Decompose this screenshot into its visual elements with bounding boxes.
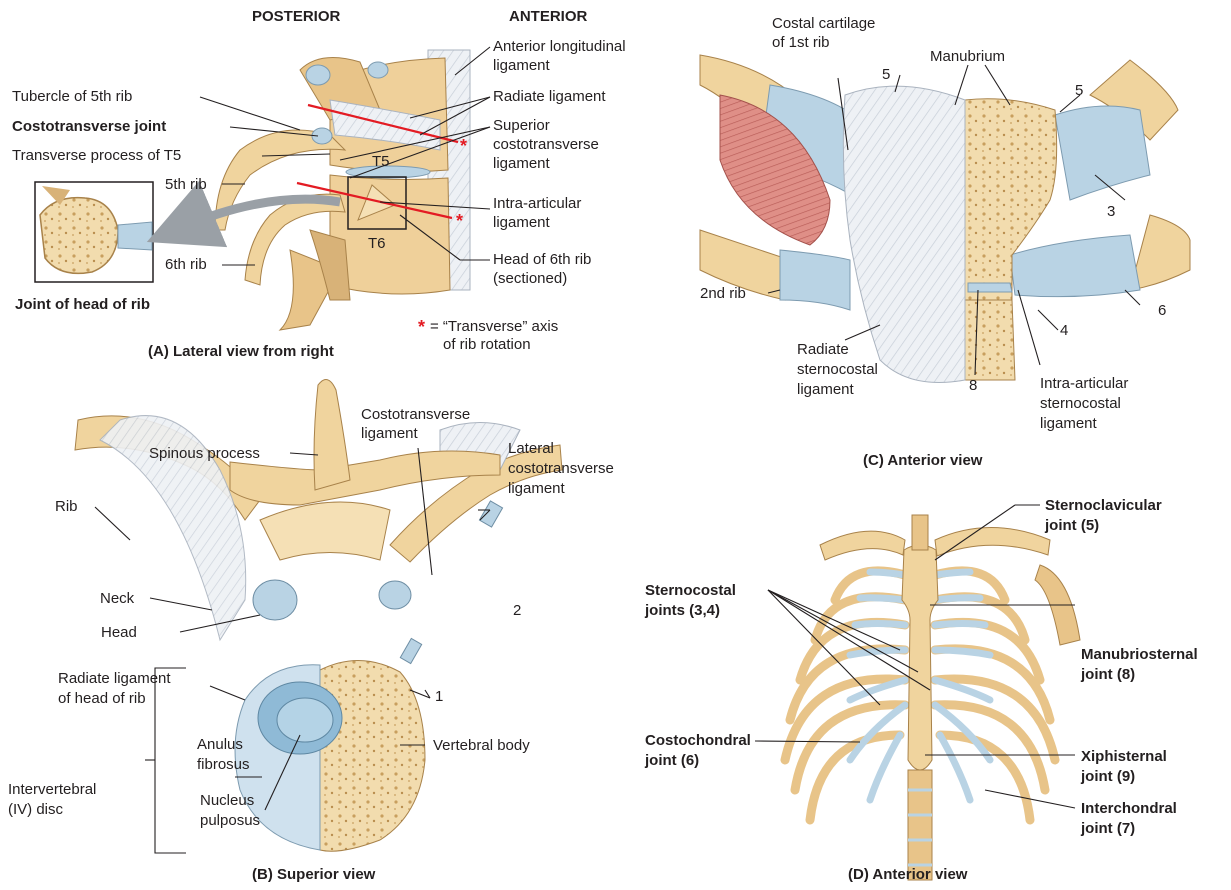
label-number-5-left: 5 xyxy=(882,66,890,84)
label-intra-articular-sternocostal-3: ligament xyxy=(1040,415,1097,433)
caption-panel-a: (A) Lateral view from right xyxy=(148,343,334,361)
panel-c-drawing xyxy=(700,55,1190,383)
label-anterior-longitudinal-ligament-1: Anterior longitudinal xyxy=(493,38,626,56)
caption-panel-c: (C) Anterior view xyxy=(863,452,982,470)
legend-star: * xyxy=(418,318,425,336)
label-number-8: 8 xyxy=(969,377,977,395)
label-number-6: 6 xyxy=(1158,302,1166,320)
label-sternocostal-1: Sternocostal xyxy=(645,582,736,600)
label-number-4: 4 xyxy=(1060,322,1068,340)
label-radiate-sternocostal-2: sternocostal xyxy=(797,361,878,379)
legend-axis-note-1: = “Transverse” axis xyxy=(430,318,558,336)
label-6th-rib: 6th rib xyxy=(165,256,207,274)
panel-d-drawing xyxy=(755,505,1080,880)
label-spinous-process: Spinous process xyxy=(149,445,260,463)
label-radiate-sternocostal-3: ligament xyxy=(797,381,854,399)
label-manubriosternal-2: joint (8) xyxy=(1081,666,1135,684)
label-sternoclavicular-2: joint (5) xyxy=(1045,517,1099,535)
label-costotransverse-ligament-2: ligament xyxy=(361,425,418,443)
label-t6: T6 xyxy=(368,235,386,253)
label-rib: Rib xyxy=(55,498,78,516)
label-radiate-sternocostal-1: Radiate xyxy=(797,341,849,359)
label-joint-head-of-rib: Joint of head of rib xyxy=(15,296,150,314)
label-costotransverse-ligament-1: Costotransverse xyxy=(361,406,470,424)
label-nucleus-pulposus-1: Nucleus xyxy=(200,792,254,810)
label-costotransverse-joint: Costotransverse joint xyxy=(12,118,166,136)
label-xiphisternal-1: Xiphisternal xyxy=(1081,748,1167,766)
label-t5: T5 xyxy=(372,153,390,171)
label-2nd-rib: 2nd rib xyxy=(700,285,746,303)
posterior-heading: POSTERIOR xyxy=(252,8,340,26)
label-iv-disc-2: (IV) disc xyxy=(8,801,63,819)
caption-panel-d: (D) Anterior view xyxy=(848,866,967,884)
label-intra-articular-1: Intra-articular xyxy=(493,195,581,213)
label-anulus-fibrosus-1: Anulus xyxy=(197,736,243,754)
label-nucleus-pulposus-2: pulposus xyxy=(200,812,260,830)
label-intra-articular-sternocostal-1: Intra-articular xyxy=(1040,375,1128,393)
label-sternoclavicular-1: Sternoclavicular xyxy=(1045,497,1162,515)
label-number-2: 2 xyxy=(513,602,521,620)
label-radiate-ligament: Radiate ligament xyxy=(493,88,606,106)
label-lateral-costotransverse-3: ligament xyxy=(508,480,565,498)
label-costochondral-1: Costochondral xyxy=(645,732,751,750)
caption-panel-b: (B) Superior view xyxy=(252,866,375,884)
label-iv-disc-1: Intervertebral xyxy=(8,781,96,799)
label-number-1: 1 xyxy=(435,688,443,706)
label-interchondral-2: joint (7) xyxy=(1081,820,1135,838)
label-tubercle-5th-rib: Tubercle of 5th rib xyxy=(12,88,132,106)
label-manubrium: Manubrium xyxy=(930,48,1005,66)
label-superior-costotransverse-3: ligament xyxy=(493,155,550,173)
label-anulus-fibrosus-2: fibrosus xyxy=(197,756,250,774)
label-radiate-ligament-head-1: Radiate ligament xyxy=(58,670,171,688)
label-lateral-costotransverse-2: costotransverse xyxy=(508,460,614,478)
label-5th-rib: 5th rib xyxy=(165,176,207,194)
label-radiate-ligament-head-2: of head of rib xyxy=(58,690,146,708)
label-head-6th-rib-2: (sectioned) xyxy=(493,270,567,288)
label-superior-costotransverse-1: Superior xyxy=(493,117,550,135)
label-vertebral-body: Vertebral body xyxy=(433,737,530,755)
label-number-3: 3 xyxy=(1107,203,1115,221)
legend-axis-note-2: of rib rotation xyxy=(443,336,531,354)
label-head: Head xyxy=(101,624,137,642)
anterior-heading: ANTERIOR xyxy=(509,8,587,26)
label-costal-cartilage-1st-rib-2: of 1st rib xyxy=(772,34,830,52)
label-costal-cartilage-1st-rib-1: Costal cartilage xyxy=(772,15,875,33)
axis-star-lower: * xyxy=(456,212,463,230)
label-head-6th-rib-1: Head of 6th rib xyxy=(493,251,591,269)
label-number-5-right: 5 xyxy=(1075,82,1083,100)
label-sternocostal-2: joints (3,4) xyxy=(645,602,720,620)
label-xiphisternal-2: joint (9) xyxy=(1081,768,1135,786)
label-transverse-process-t5: Transverse process of T5 xyxy=(12,147,181,165)
label-superior-costotransverse-2: costotransverse xyxy=(493,136,599,154)
label-lateral-costotransverse-1: Lateral xyxy=(508,440,554,458)
label-anterior-longitudinal-ligament-2: ligament xyxy=(493,57,550,75)
label-interchondral-1: Interchondral xyxy=(1081,800,1177,818)
label-neck: Neck xyxy=(100,590,134,608)
label-manubriosternal-1: Manubriosternal xyxy=(1081,646,1198,664)
label-intra-articular-sternocostal-2: sternocostal xyxy=(1040,395,1121,413)
label-costochondral-2: joint (6) xyxy=(645,752,699,770)
axis-star-upper: * xyxy=(460,137,467,155)
label-intra-articular-2: ligament xyxy=(493,214,550,232)
